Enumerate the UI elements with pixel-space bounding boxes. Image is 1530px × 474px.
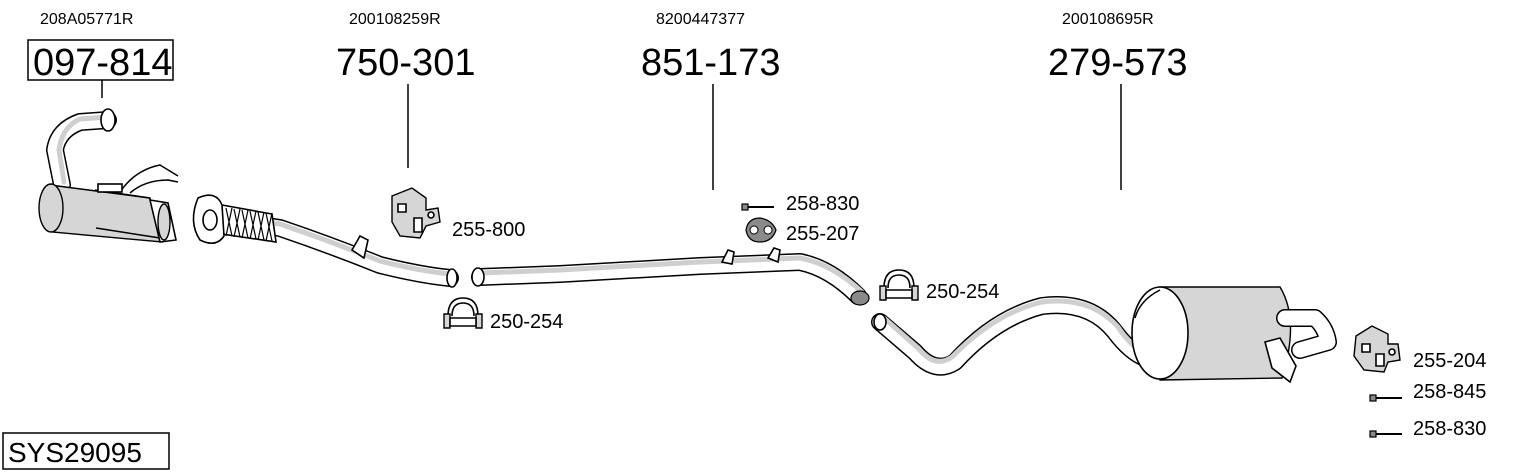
bolt-258-830-middle[interactable]	[741, 203, 774, 211]
accessory-255-800-label: 255-800	[452, 219, 525, 241]
rear-silencer[interactable]	[871, 286, 1337, 384]
part-2-number[interactable]: 750-301	[336, 42, 475, 84]
front-pipe[interactable]	[192, 194, 459, 288]
accessory-258-830-middle-label: 258-830	[786, 193, 859, 215]
part-1-oem: 208A05771R	[40, 11, 133, 28]
catalytic-converter[interactable]	[38, 108, 179, 243]
middle-pipe[interactable]	[471, 247, 870, 306]
accessory-255-207-label: 255-207	[786, 223, 859, 245]
hanger-255-204[interactable]	[1353, 325, 1401, 373]
bolt-258-830-right[interactable]	[1369, 430, 1402, 438]
bolt-258-845[interactable]	[1369, 394, 1402, 402]
part-1-number-box	[27, 39, 174, 81]
part-2-oem: 200108259R	[349, 11, 441, 28]
system-id-box	[2, 432, 170, 470]
clamp-250-254-right[interactable]	[879, 269, 919, 301]
part-3-number[interactable]: 851-173	[641, 42, 780, 84]
part-1-number[interactable]: 097-814	[33, 42, 172, 84]
clamp-250-254-left[interactable]	[443, 297, 483, 329]
accessory-250-254-right-label: 250-254	[926, 281, 999, 303]
hanger-255-800[interactable]	[391, 187, 441, 239]
hanger-255-207[interactable]	[745, 217, 777, 243]
system-id: SYS29095	[8, 437, 142, 468]
part-4-number[interactable]: 279-573	[1048, 42, 1187, 84]
accessory-258-830-right-label: 258-830	[1413, 418, 1486, 440]
accessory-250-254-left-label: 250-254	[490, 311, 563, 333]
accessory-255-204-label: 255-204	[1413, 350, 1486, 372]
accessory-258-845-label: 258-845	[1413, 381, 1486, 403]
part-4-oem: 200108695R	[1062, 11, 1154, 28]
part-3-oem: 8200447377	[656, 11, 745, 28]
